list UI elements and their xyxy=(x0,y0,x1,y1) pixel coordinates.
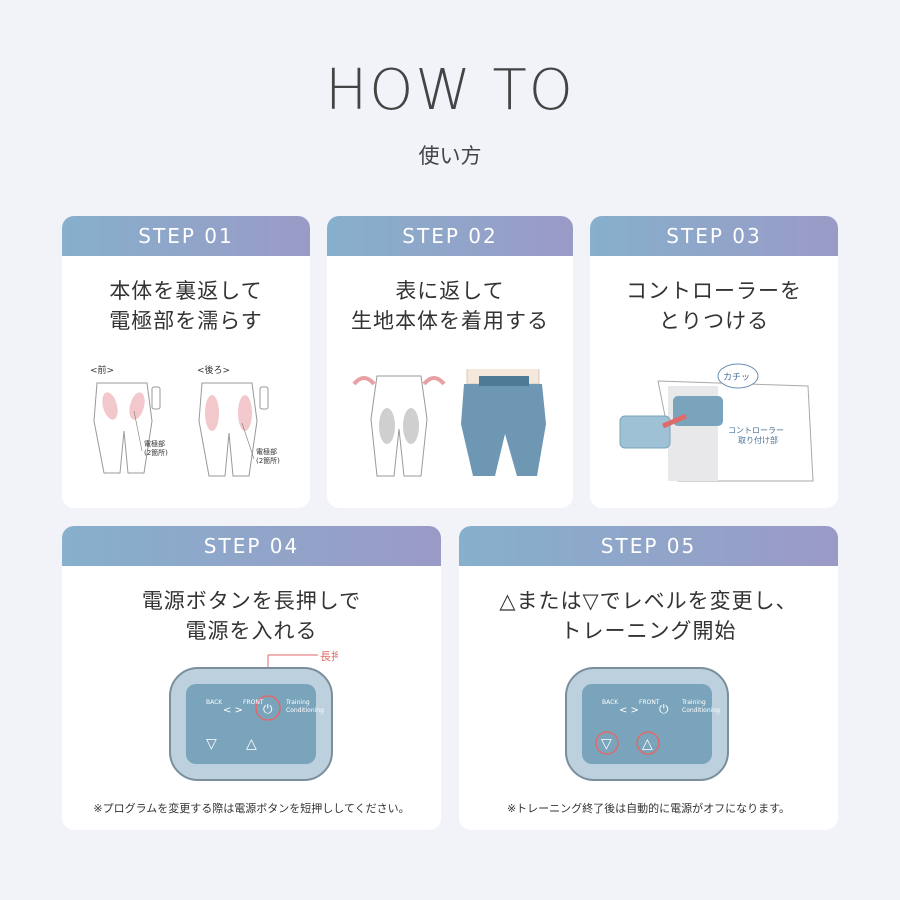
attach-arrow-icon xyxy=(662,413,687,429)
up-highlight xyxy=(636,731,660,755)
back-electrode-left xyxy=(205,395,219,431)
flip-arrow-right-icon xyxy=(422,376,446,386)
step-04-line1: 電源ボタンを長押しで xyxy=(141,589,362,613)
mode2-text: Conditioning xyxy=(286,707,324,714)
step-05-line2: トレーニング開始 xyxy=(560,619,737,643)
step-01-card: STEP 01 本体を裏返して 電極部を濡らす <前> <後ろ> 電極部 (2箇… xyxy=(62,216,310,508)
hold-label: 長押し xyxy=(320,649,338,663)
spray-bottle-icon-2 xyxy=(259,386,269,410)
down-highlight xyxy=(595,731,619,755)
step-04-instruction: 電源ボタンを長押しで 電源を入れる xyxy=(62,586,441,646)
up-button-icon: △ xyxy=(246,736,257,752)
callout-a2: (2箇所) xyxy=(144,448,168,457)
step-02-line1: 表に返して xyxy=(395,279,505,303)
step-03-line1: コントローラーを xyxy=(626,279,802,303)
front-text-2: FRONT xyxy=(639,699,660,706)
inner-electrode-left xyxy=(379,408,395,444)
spray-bottle-icon xyxy=(151,386,161,410)
step-03-line2: とりつける xyxy=(658,309,770,333)
click-bubble xyxy=(717,363,759,389)
power-icon: ⏻ xyxy=(263,702,273,716)
front-label: <前> xyxy=(90,364,114,376)
mount-label-2: 取り付け部 xyxy=(738,435,778,445)
callout-b: 電極部 xyxy=(256,447,277,456)
arrows-text: < > xyxy=(223,705,243,716)
power-highlight xyxy=(255,695,281,721)
down-button-icon-2: ▽ xyxy=(601,736,612,752)
step-04-controller: 長押し ⏻ < > BACK FRONT Training Conditioni… xyxy=(169,649,338,781)
down-button-icon: ▽ xyxy=(206,736,217,752)
back-label: <後ろ> xyxy=(197,364,230,376)
step-04-line2: 電源を入れる xyxy=(185,619,318,643)
mode1-text: Training xyxy=(285,699,310,706)
mount-label-1: コントローラー xyxy=(728,426,784,435)
step-01-instruction: 本体を裏返して 電極部を濡らす xyxy=(62,276,310,336)
front-electrode-right xyxy=(129,392,145,420)
step-05-label: STEP 05 xyxy=(459,526,838,566)
arrows-text-2: < > xyxy=(619,705,639,716)
controller-icon xyxy=(619,415,671,449)
mode1-text-2: Training xyxy=(681,699,706,706)
step-03-label: STEP 03 xyxy=(590,216,838,256)
controller-mount xyxy=(673,396,723,426)
worn-shorts xyxy=(461,384,546,476)
step-02-illustration xyxy=(352,369,546,477)
step-02-label: STEP 02 xyxy=(327,216,573,256)
front-electrode-left xyxy=(102,392,118,420)
callout-b2: (2箇所) xyxy=(256,456,280,465)
mode2-text-2: Conditioning xyxy=(682,707,720,714)
step-05-line1: △または▽でレベルを変更し、 xyxy=(499,589,798,613)
power-icon-2: ⏻ xyxy=(659,702,669,716)
step-02-line2: 生地本体を着用する xyxy=(351,309,549,333)
step-03-illustration: カチッ コントローラー 取り付け部 xyxy=(619,363,814,482)
step-01-label: STEP 01 xyxy=(62,216,310,256)
step-05-card: STEP 05 △または▽でレベルを変更し、 トレーニング開始 ⏻ < > BA… xyxy=(459,526,838,830)
step-04-card: STEP 04 電源ボタンを長押しで 電源を入れる 長押し ⏻ < > BACK… xyxy=(62,526,441,830)
step-04-label: STEP 04 xyxy=(62,526,441,566)
page-subtitle: 使い方 xyxy=(418,144,482,168)
inner-electrode-right xyxy=(403,408,419,444)
step-02-instruction: 表に返して 生地本体を着用する xyxy=(327,276,573,336)
step-05-note: ※トレーニング終了後は自動的に電源がオフになります。 xyxy=(506,802,791,815)
step-02-card: STEP 02 表に返して 生地本体を着用する xyxy=(327,216,573,508)
step-04-note: ※プログラムを変更する際は電源ボタンを短押ししてください。 xyxy=(93,802,410,815)
step-03-card: STEP 03 コントローラーを とりつける カチッ コントローラー 取り付け部 xyxy=(590,216,838,508)
front-text: FRONT xyxy=(243,699,264,706)
page-title: HOW TO xyxy=(325,58,575,123)
step-01-line1: 本体を裏返して xyxy=(109,279,263,303)
back-text-2: BACK xyxy=(602,699,619,706)
callout-a: 電極部 xyxy=(144,439,165,448)
back-electrode-right xyxy=(238,395,252,431)
step-05-instruction: △または▽でレベルを変更し、 トレーニング開始 xyxy=(459,586,838,646)
step-01-line2: 電極部を濡らす xyxy=(109,309,263,333)
up-button-icon-2: △ xyxy=(642,736,653,752)
flip-arrow-left-icon xyxy=(352,376,376,386)
click-text: カチッ xyxy=(723,372,750,383)
step-01-illustration: <前> <後ろ> 電極部 (2箇所) 電極部 (2箇所) xyxy=(90,364,280,477)
back-text: BACK xyxy=(206,699,223,706)
step-05-controller: ⏻ < > BACK FRONT Training Conditioning ▽… xyxy=(565,667,729,781)
step-03-instruction: コントローラーを とりつける xyxy=(590,276,838,336)
